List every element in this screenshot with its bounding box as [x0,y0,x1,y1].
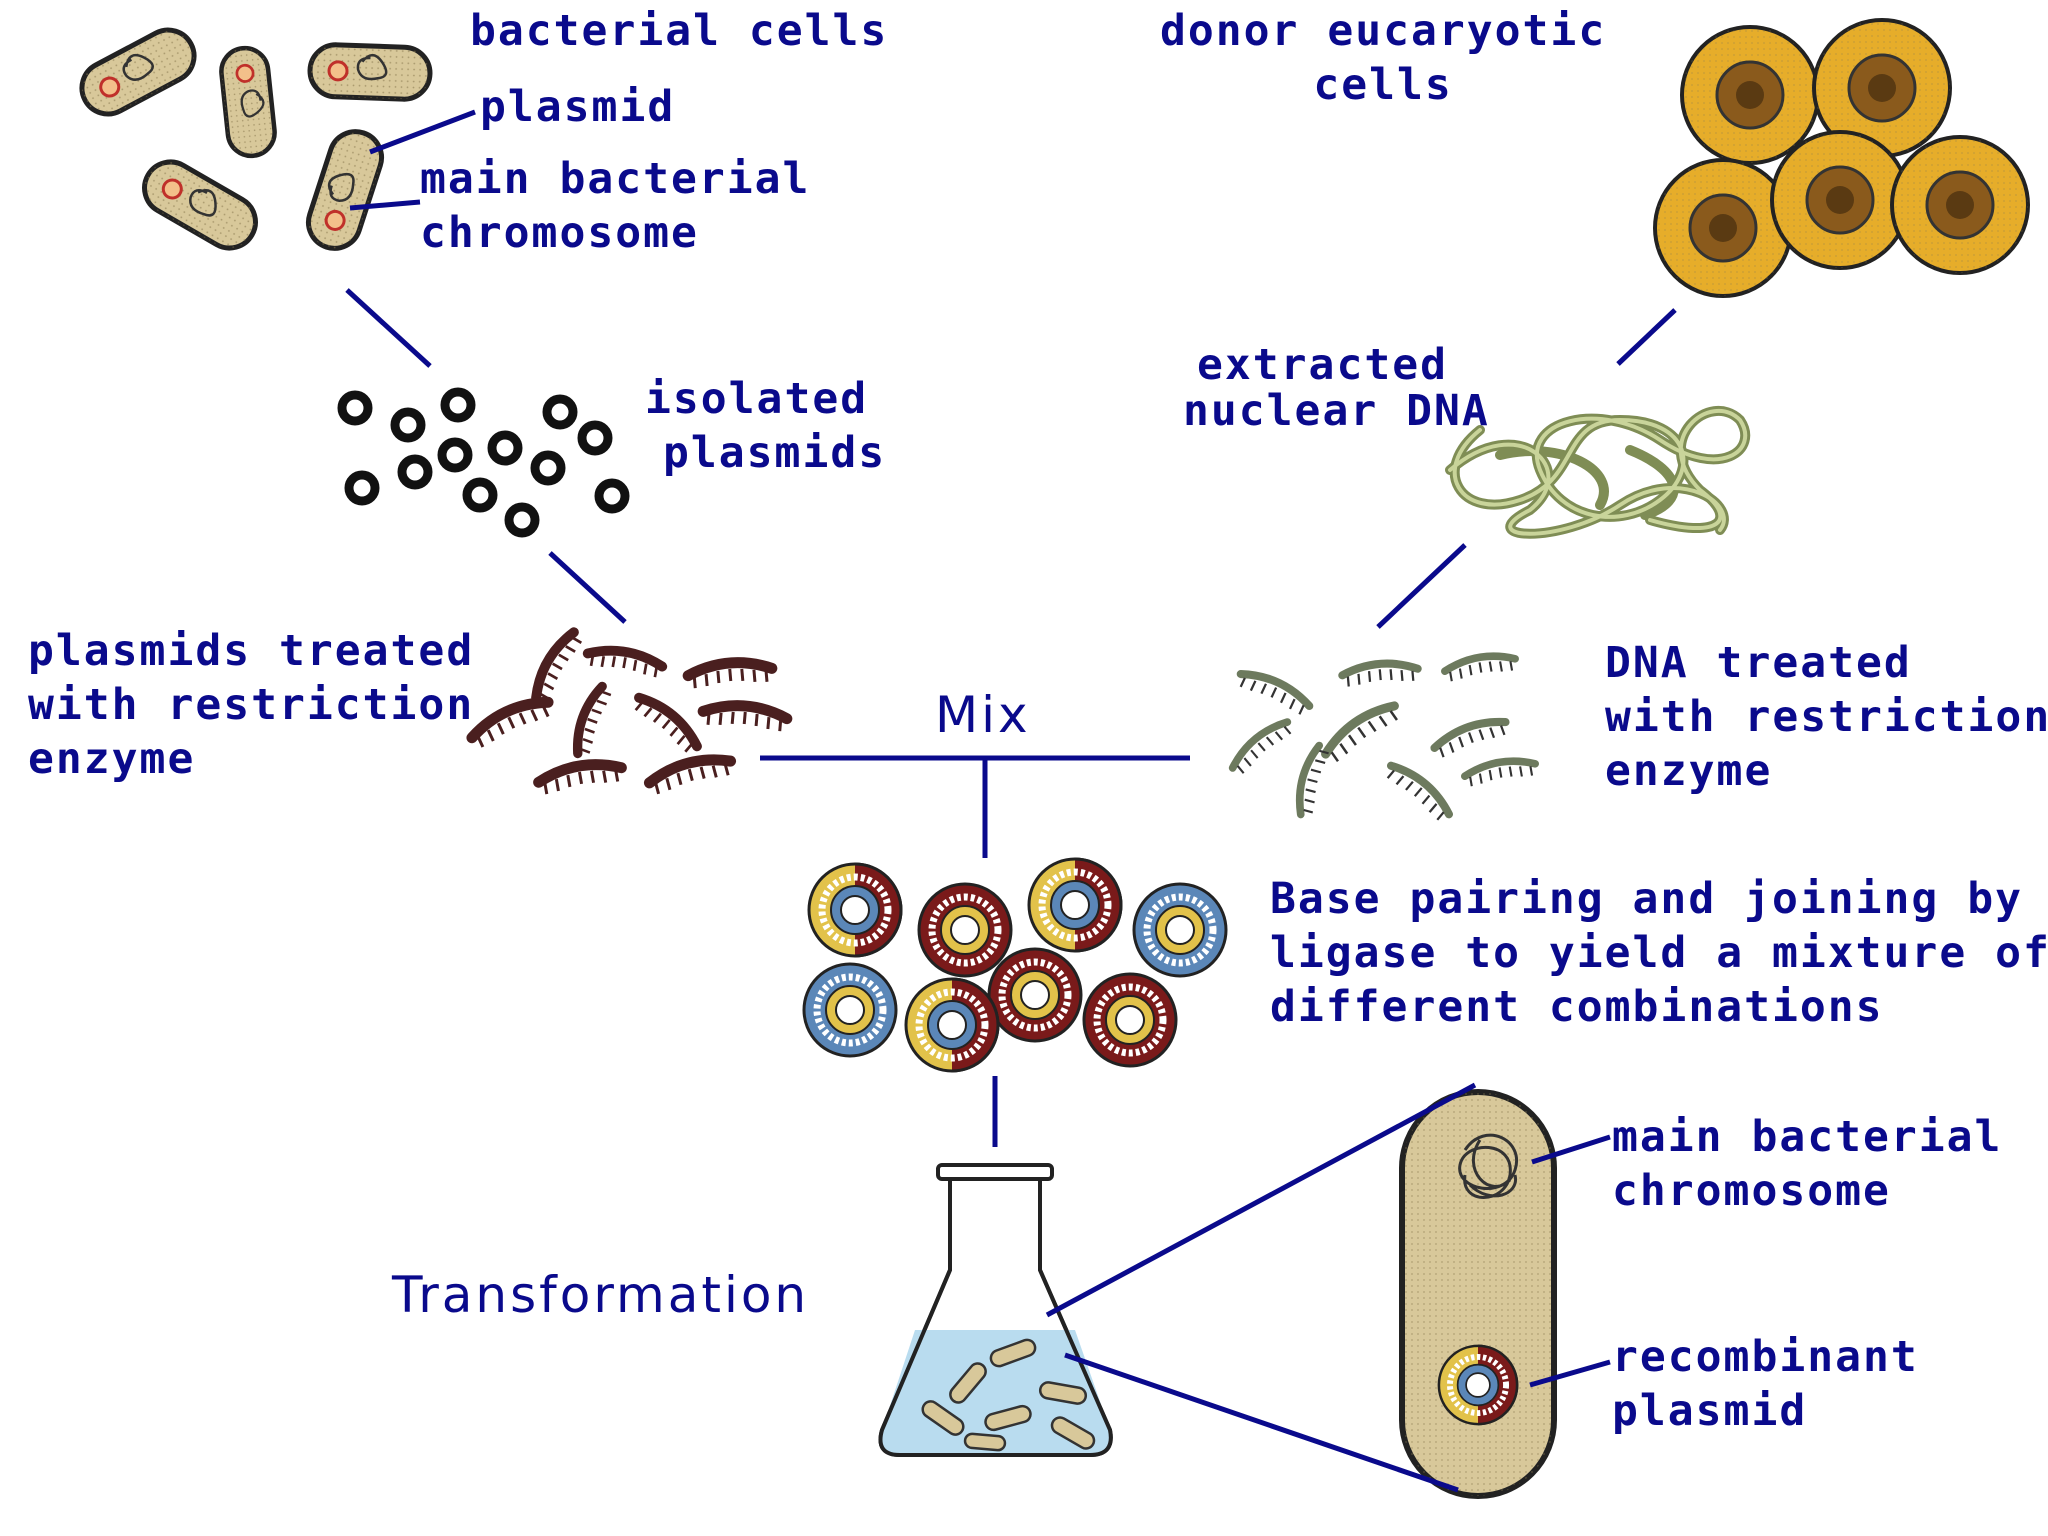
label-main-chromosome-bottom: main bacterial chromosome [1612,1110,2002,1218]
connector-lines [345,109,1677,1493]
label-main-chromosome-top-line1: main bacterial [420,154,811,204]
label-base-pairing-line1: Base pairing and joining by [1270,874,2023,924]
dna-fragments-group [1228,651,1537,823]
label-bacterial-cells: bacterial cells [470,6,889,56]
isolated-plasmids-group [337,387,630,538]
label-donor-cells: donor eucaryotic cells [1160,4,1606,112]
label-transformation: Transformation [392,1266,810,1324]
bacterial-cells-group [73,21,431,258]
label-recombinant-plasmid-line1: recombinant [1612,1332,1919,1382]
label-main-chromosome-top: main bacterial chromosome [420,152,810,260]
label-mix: Mix [935,686,1031,744]
label-extracted-dna-line1: extracted [1197,340,1448,390]
nuclear-dna-tangle-highlight [1448,408,1748,536]
label-donor-cells-line2: cells [1313,60,1453,110]
label-extracted-dna-line2: nuclear DNA [1183,386,1490,436]
label-dna-treated-line1: DNA treated [1605,638,1912,688]
label-main-chromosome-bottom-line1: main bacterial [1612,1112,2003,1162]
label-isolated-plasmids-line2: plasmids [663,428,887,478]
donor-cells-group [1653,18,2030,298]
label-dna-treated: DNA treated with restriction enzyme [1605,636,2048,798]
label-main-chromosome-bottom-line2: chromosome [1612,1166,1891,1216]
label-base-pairing: Base pairing and joining by ligase to yi… [1270,872,2048,1034]
label-plasmids-treated: plasmids treated with restriction enzyme [28,624,474,786]
label-extracted-dna: extracted nuclear DNA [1183,338,1490,438]
label-dna-treated-line3: enzyme [1605,746,1773,796]
recombinant-mixture-group [804,859,1226,1071]
label-base-pairing-line3: different combinations [1270,982,1884,1032]
label-plasmids-treated-line1: plasmids treated [28,626,475,676]
label-dna-treated-line2: with restriction [1605,692,2048,742]
label-isolated-plasmids-line1: isolated [645,374,869,424]
plasmid-fragments-group [468,628,787,795]
label-isolated-plasmids: isolated plasmids [645,372,886,480]
label-base-pairing-line2: ligase to yield a mixture of [1270,928,2048,978]
transformation-flask [878,1163,1113,1457]
enlarged-bacterium [1399,1089,1557,1499]
label-plasmid: plasmid [480,82,676,132]
label-donor-cells-line1: donor eucaryotic [1160,6,1607,56]
label-recombinant-plasmid-line2: plasmid [1612,1386,1808,1436]
label-plasmids-treated-line3: enzyme [28,734,196,784]
label-plasmids-treated-line2: with restriction [28,680,475,730]
label-recombinant-plasmid: recombinant plasmid [1612,1330,1919,1438]
label-main-chromosome-top-line2: chromosome [420,208,699,258]
